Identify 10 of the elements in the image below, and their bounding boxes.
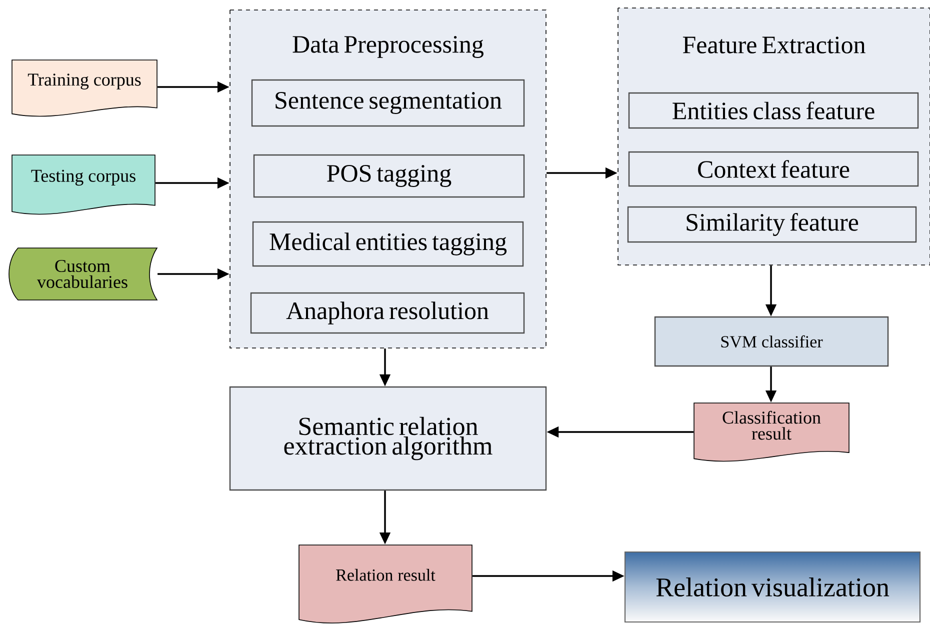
process-box: Sentence segmentation [251,79,525,127]
process-box: Context feature [628,151,919,187]
process-box: Relation visualization [624,551,921,623]
process-box: Medical entities tagging [252,221,524,267]
process-box: Semantic relation extraction algorithm [229,386,547,491]
process-box: POS tagging [253,154,525,198]
process-box: SVM classifier [654,316,889,367]
process-box: Anaphora resolution [250,292,525,334]
process-box: Entities class feature [628,92,919,129]
process-box: Similarity feature [627,206,917,243]
